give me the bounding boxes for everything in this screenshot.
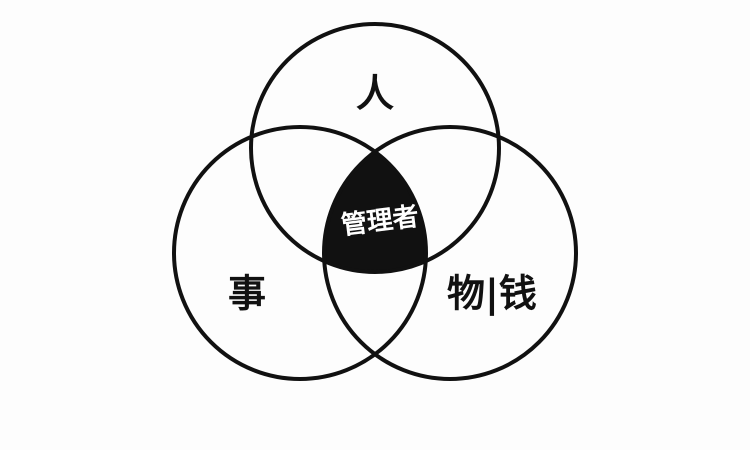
circle-things-money[interactable] xyxy=(322,125,578,381)
circle-label-things-money: 物|钱 xyxy=(447,272,537,317)
circle-label-matters: 事 xyxy=(228,272,266,316)
circle-label-people: 人 xyxy=(356,72,394,116)
circle-people[interactable] xyxy=(249,22,501,274)
circle-matters[interactable] xyxy=(172,125,428,381)
